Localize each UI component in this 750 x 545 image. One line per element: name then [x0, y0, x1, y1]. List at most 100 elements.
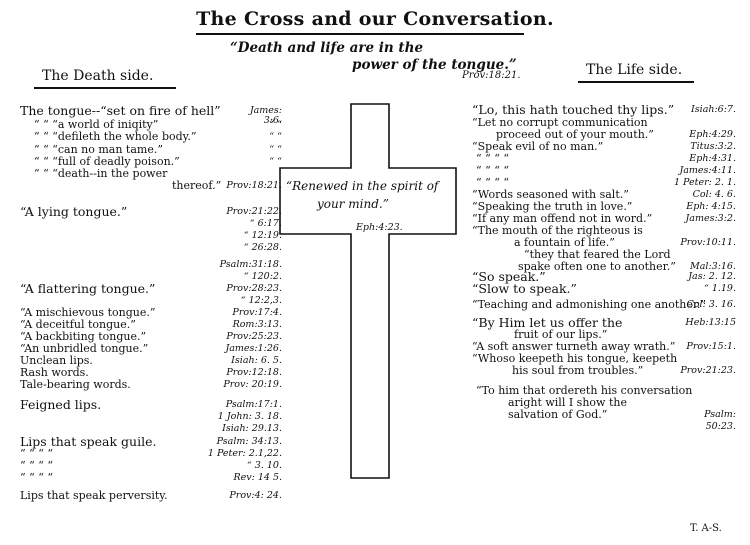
entry-text: “So speak.” [472, 269, 546, 284]
entry-text: “Speak evil of no man.” [472, 140, 604, 153]
entry-reference: “ “ [269, 144, 282, 155]
entry-text: “ “ “death--in the power [34, 167, 168, 180]
entry-reference: Isiah: 6. 5. [231, 355, 282, 366]
motto-line-1: “Death and life are in the [230, 40, 424, 56]
entry-reference: Jas: 2. 12. [688, 271, 736, 282]
cross-text-line-1: “Renewed in the spirit of [286, 179, 439, 193]
entry-text: thereof.” [172, 179, 222, 192]
entry-reference: Rev: 14 5. [233, 472, 282, 483]
entry-text: “The mouth of the righteous is [472, 224, 643, 237]
entry-text: “Lo, this hath touched thy lips.” [472, 102, 675, 117]
entry-reference: “ 12:2,3. [240, 295, 282, 306]
entry-text: Lips that speak guile. [20, 434, 157, 449]
title-underline [196, 33, 524, 35]
entry-reference: “ 3. 10. [246, 460, 282, 471]
entry-reference: Eph:4:29. [689, 129, 736, 140]
entry-text: his soul from troubles.” [512, 364, 644, 377]
entry-reference: Psalm:31:18. [219, 259, 282, 270]
entry-text: “ “ “defileth the whole body.” [34, 130, 197, 143]
entry-reference: Col: 3. 16. [686, 299, 736, 310]
entry-reference: Prov:21:23. [680, 365, 736, 376]
entry-reference: Prov:10:11. [680, 237, 736, 248]
entry-text: “To him that ordereth his conversation [476, 384, 693, 397]
death-side-heading: The Death side. [42, 68, 154, 84]
entry-text: “Speaking the truth in love.” [472, 200, 633, 213]
entry-reference: James:4:11. [679, 165, 736, 176]
entry-text: The tongue--“set on fire of hell” [20, 103, 221, 118]
entry-reference: “ 120:2. [243, 271, 282, 282]
entry-reference: Prov:4: 24. [229, 490, 282, 501]
entry-text: “A deceitful tongue.” [20, 318, 136, 331]
entry-reference: “ “ [269, 119, 282, 130]
entry-reference: Rom:3:13. [232, 319, 282, 330]
life-side-heading: The Life side. [586, 62, 683, 78]
entry-text: Lips that speak perversity. [20, 489, 168, 502]
entry-text: “If any man offend not in word.” [472, 212, 653, 225]
entry-reference: Prov:12:18. [226, 367, 282, 378]
entry-text: “By Him let us offer the [472, 315, 623, 330]
entry-reference: James: [249, 105, 282, 116]
entry-reference: Prov:17:4. [232, 307, 282, 318]
life-side-underline [578, 81, 694, 83]
diagram-title: The Cross and our Conversation. [196, 8, 554, 30]
entry-text: Rash words. [20, 366, 89, 379]
entry-reference: Col: 4. 6. [692, 189, 736, 200]
entry-text: Feigned lips. [20, 397, 102, 412]
entry-reference: Psalm: 34:13. [216, 436, 282, 447]
entry-reference: Psalm: [704, 409, 736, 420]
entry-reference: Eph: 4:15. [686, 201, 736, 212]
entry-reference: Prov:21:22. [226, 206, 282, 217]
cross-reference: Eph:4:23. [356, 222, 403, 233]
entry-text: “ “ “ “ [476, 164, 509, 177]
entry-text: a fountain of life.” [514, 236, 615, 249]
entry-text: Unclean lips. [20, 354, 93, 367]
entry-text: “ “ “ “ [20, 459, 53, 472]
entry-reference: “ 26:28. [243, 242, 282, 253]
entry-text: “ “ “ “ [20, 471, 53, 484]
death-side-underline [34, 87, 176, 89]
entry-reference: “ 1.19. [703, 283, 736, 294]
entry-reference: Heb:13:15 [685, 317, 736, 328]
entry-text: “Whoso keepeth his tongue, keepeth [472, 352, 678, 365]
entry-reference: “ 6:17. [249, 218, 282, 229]
entry-reference: Titus:3:2. [690, 141, 736, 152]
entry-text: “ “ “full of deadly poison.” [34, 155, 180, 168]
motto-reference: Prov:18:21. [462, 70, 521, 81]
motto-line-2: power of the tongue.” [352, 57, 517, 73]
cross-text-line-2: your mind.” [317, 197, 389, 211]
entry-reference: “ “ [269, 156, 282, 167]
entry-text: aright will I show the [508, 396, 627, 409]
entry-reference: 3:6. [263, 115, 282, 126]
entry-reference: Psalm:17:1. [225, 399, 282, 410]
entry-reference: Isiah:6:7. [691, 104, 736, 115]
entry-reference: 50:23. [705, 421, 736, 432]
entry-text: spake often one to another.” [518, 260, 676, 273]
entry-text: Tale-bearing words. [20, 378, 131, 391]
entry-text: “A lying tongue.” [20, 204, 128, 219]
entry-text: “A mischievous tongue.” [20, 306, 156, 319]
entry-text: proceed out of your mouth.” [496, 128, 654, 141]
entry-reference: “ 12:19. [243, 230, 282, 241]
entry-text: “Let no corrupt communication [472, 116, 648, 129]
entry-text: “ “ “ “ [476, 176, 509, 189]
entry-text: “Slow to speak.” [472, 281, 577, 296]
entry-text: “ “ “ “ [20, 447, 53, 460]
entry-reference: 1 John: 3. 18. [217, 411, 282, 422]
entry-reference: James:1:26. [225, 343, 282, 354]
entry-text: “Teaching and admonishing one another.” [472, 298, 707, 311]
entry-reference: James:3:2. [685, 213, 737, 224]
signature: T. A-S. [690, 523, 722, 534]
entry-reference: Prov: 20:19. [223, 379, 282, 390]
entry-text: “ “ “can no man tame.” [34, 143, 163, 156]
entry-reference: 1 Peter: 2.1,22. [207, 448, 282, 459]
entry-reference: Prov:25:23. [226, 331, 282, 342]
entry-text: “An unbridled tongue.” [20, 342, 149, 355]
entry-text: “A soft answer turneth away wrath.” [472, 340, 676, 353]
entry-text: “ “ “a world of iniqity” [34, 118, 159, 131]
entry-reference: “ “ [269, 131, 282, 142]
entry-reference: Prov:18:21. [226, 180, 282, 191]
entry-reference: Prov:28:23. [226, 283, 282, 294]
entry-reference: Prov:15:1. [686, 341, 736, 352]
entry-reference: Mal:3:16. [690, 261, 736, 272]
